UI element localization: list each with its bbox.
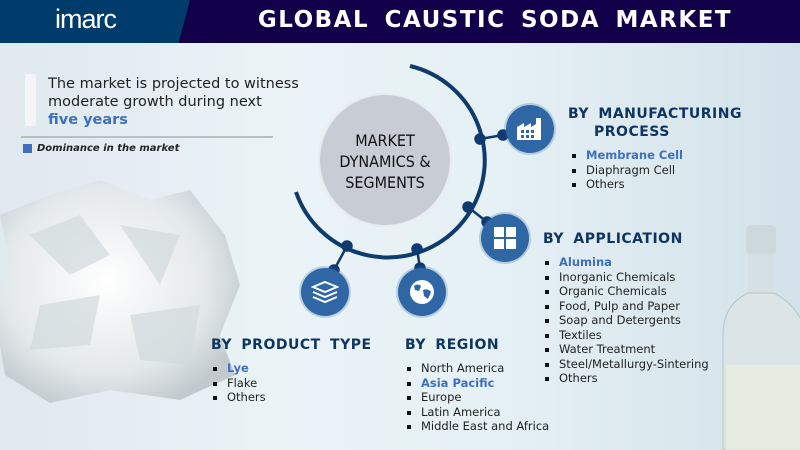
quote-bar (25, 74, 36, 126)
legend-label: Dominance in the market (37, 143, 180, 154)
segment-application: BY APPLICATION Alumina Inorganic Chemica… (543, 231, 709, 386)
segment-title: BY APPLICATION (543, 231, 683, 247)
list-item: Food, Pulp and Paper (543, 299, 709, 314)
legend: Dominance in the market (23, 143, 179, 154)
list-item: Soap and Detergents (543, 313, 709, 328)
segment-product-type: BY PRODUCT TYPE Lye Flake Others (211, 337, 372, 405)
boxes-icon (301, 268, 349, 316)
list-item: Textiles (543, 328, 709, 343)
list-item: Alumina (543, 255, 709, 270)
segment-title-2: PROCESS (594, 124, 670, 140)
list-item: Flake (211, 376, 372, 391)
header-bar: imarc GLOBAL CAUSTIC SODA MARKET (0, 0, 800, 43)
logo-background (0, 0, 190, 43)
segment-title: BY PRODUCT TYPE (211, 337, 372, 353)
list-item: North America (405, 361, 549, 376)
center-label: MARKET DYNAMICS & SEGMENTS (322, 130, 448, 193)
list-item: Lye (211, 361, 372, 376)
center-circle (318, 93, 452, 227)
segment-title: BY MANUFACTURING (568, 106, 742, 122)
grid-icon (481, 214, 529, 262)
list-item: Others (570, 177, 742, 192)
center-line-3: SEGMENTS (345, 173, 425, 192)
factory-icon (506, 105, 554, 153)
lead-highlight: five years (48, 112, 128, 128)
list-item: Others (211, 390, 372, 405)
legend-swatch (23, 144, 32, 153)
lead-line-2: moderate growth during next (48, 94, 262, 110)
list-item: Latin America (405, 405, 549, 420)
lead-line-1: The market is projected to witness (48, 76, 299, 92)
list-item: Organic Chemicals (543, 284, 709, 299)
list-item: Middle East and Africa (405, 419, 549, 434)
segment-manufacturing: BY MANUFACTURING PROCESS Membrane Cell D… (568, 106, 742, 192)
list-item: Others (543, 371, 709, 386)
list-item: Europe (405, 390, 549, 405)
list-item: Steel/Metallurgy-Sintering (543, 357, 709, 372)
list-item: Asia Pacific (405, 376, 549, 391)
arc (294, 64, 487, 260)
lead-text: The market is projected to witness moder… (48, 75, 299, 129)
divider (21, 136, 273, 138)
caustic-soda-flakes-image (0, 180, 240, 403)
list-item: Inorganic Chemicals (543, 270, 709, 285)
bottle-image (722, 225, 800, 450)
globe-icon (398, 268, 446, 316)
segment-region: BY REGION North America Asia Pacific Eur… (405, 337, 549, 434)
center-line-2: DYNAMICS & (339, 152, 431, 171)
center-line-1: MARKET (355, 131, 415, 150)
list-item: Water Treatment (543, 342, 709, 357)
list-item: Membrane Cell (570, 148, 742, 163)
imarc-logo: imarc (55, 4, 117, 34)
page-title: GLOBAL CAUSTIC SODA MARKET (257, 7, 733, 33)
segment-title: BY REGION (405, 337, 500, 353)
list-item: Diaphragm Cell (570, 163, 742, 178)
